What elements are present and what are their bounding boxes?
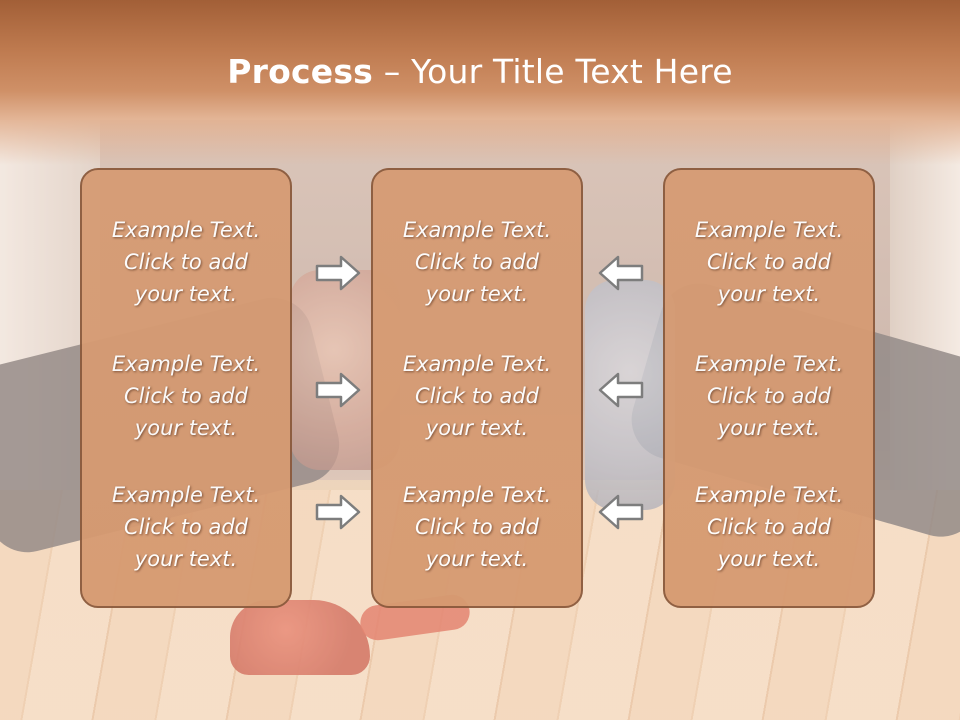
left-arrow-icon xyxy=(598,372,644,408)
background-red-shoe xyxy=(230,600,370,675)
title-rest: – Your Title Text Here xyxy=(373,52,733,91)
left-arrow-icon xyxy=(598,494,644,530)
box-text[interactable]: Example Text. Click to add your text. xyxy=(402,218,552,306)
box-text[interactable]: Example Text. Click to add your text. xyxy=(111,218,261,306)
process-box-right[interactable]: Example Text. Click to add your text. Ex… xyxy=(663,168,875,608)
left-arrow-icon xyxy=(598,255,644,291)
box-text[interactable]: Example Text. Click to add your text. xyxy=(694,352,844,440)
box-text[interactable]: Example Text. Click to add your text. xyxy=(694,218,844,306)
box-text[interactable]: Example Text. Click to add your text. xyxy=(111,352,261,440)
header-band xyxy=(0,0,960,165)
box-text[interactable]: Example Text. Click to add your text. xyxy=(694,483,844,571)
box-text[interactable]: Example Text. Click to add your text. xyxy=(402,483,552,571)
slide-title[interactable]: Process – Your Title Text Here xyxy=(0,52,960,91)
right-arrow-icon xyxy=(315,494,361,530)
box-text[interactable]: Example Text. Click to add your text. xyxy=(402,352,552,440)
process-box-left[interactable]: Example Text. Click to add your text. Ex… xyxy=(80,168,292,608)
right-arrow-icon xyxy=(315,372,361,408)
process-box-middle[interactable]: Example Text. Click to add your text. Ex… xyxy=(371,168,583,608)
right-arrow-icon xyxy=(315,255,361,291)
box-text[interactable]: Example Text. Click to add your text. xyxy=(111,483,261,571)
title-bold: Process xyxy=(227,52,374,91)
